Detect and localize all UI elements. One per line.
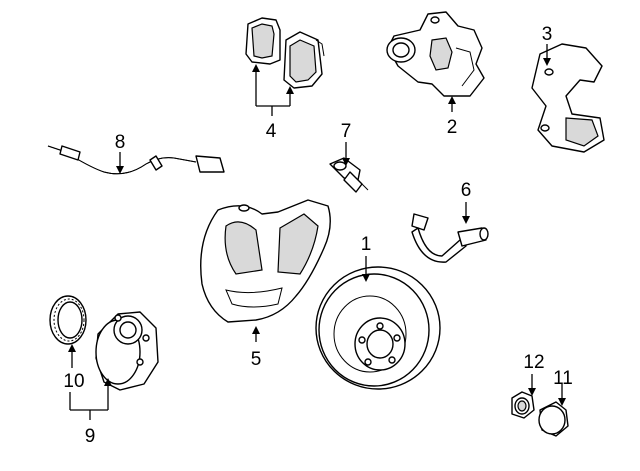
brake-pads-drawing: [245, 17, 325, 89]
callout-label-8: 8: [115, 132, 126, 153]
callout-label-5: 5: [251, 349, 262, 370]
dust-cap-drawing: [538, 401, 569, 437]
tone-ring-drawing: [49, 295, 87, 345]
splash-shield-drawing: [200, 199, 331, 323]
callout-11: 11: [553, 368, 573, 406]
callout-label-4: 4: [266, 121, 277, 142]
caliper-drawing: [386, 11, 485, 97]
callout-1: 1: [361, 234, 372, 282]
callout-label-9: 9: [85, 426, 96, 447]
callout-4: 4: [252, 64, 294, 142]
abs-sensor-drawing: [329, 157, 369, 193]
hub-nut-drawing: [511, 391, 535, 419]
callout-6: 6: [461, 180, 472, 224]
caliper-support-drawing: [531, 43, 605, 153]
callout-label-12: 12: [523, 352, 544, 373]
callout-label-11: 11: [553, 368, 573, 389]
callout-label-3: 3: [542, 24, 553, 45]
brake-hose-drawing: [411, 213, 489, 263]
callout-10-9: 10 9: [63, 344, 112, 447]
callout-8: 8: [115, 132, 126, 174]
callout-7: 7: [341, 121, 352, 166]
callout-label-6: 6: [461, 180, 472, 201]
brake-rotor-drawing: [315, 266, 441, 390]
callout-5: 5: [251, 326, 262, 370]
callout-3: 3: [542, 24, 553, 66]
wear-sensor-drawing: [47, 145, 225, 175]
hub-assembly-drawing: [95, 311, 159, 391]
callout-12: 12: [523, 352, 545, 396]
callout-label-10: 10: [63, 371, 84, 392]
callout-label-1: 1: [361, 234, 372, 255]
callout-label-7: 7: [341, 121, 352, 142]
callout-2: 2: [447, 96, 458, 138]
callout-label-2: 2: [447, 117, 458, 138]
